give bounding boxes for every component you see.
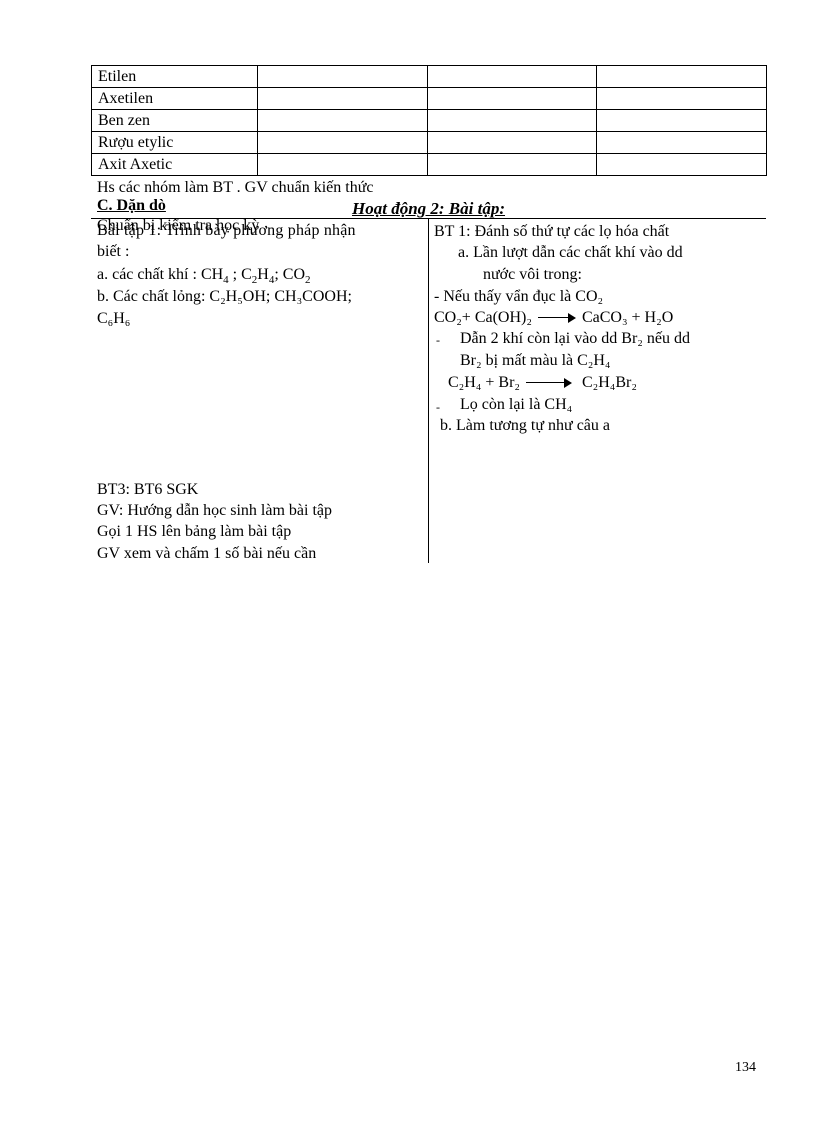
answer-step-a-line1: a. Lần lượt dẫn các chất khí vào dd bbox=[458, 244, 683, 261]
empty-cell bbox=[427, 65, 597, 88]
compound-name-cell: Axit Axetic bbox=[91, 153, 258, 176]
empty-cell bbox=[596, 153, 767, 176]
table-row: Axit Axetic bbox=[91, 153, 767, 176]
compound-name-cell: Etilen bbox=[91, 65, 258, 88]
teacher-guidance: GV: Hướng dẫn học sinh làm bài tập bbox=[97, 502, 333, 519]
table-row: Axetilen bbox=[91, 87, 767, 110]
exercise-1-line1: Bài tập 1: Trình bày phương pháp nhận bbox=[97, 222, 356, 239]
bullet-dash: - bbox=[436, 400, 440, 414]
reaction-arrow-icon bbox=[525, 378, 572, 389]
page-number: 134 bbox=[735, 1060, 756, 1075]
exercise-3: BT3: BT6 SGK bbox=[97, 481, 199, 498]
empty-cell bbox=[427, 109, 597, 132]
empty-cell bbox=[257, 131, 428, 154]
turbid-result: - Nếu thấy vẩn đục là CO₂ bbox=[434, 288, 604, 305]
table-row: Rượu etylic bbox=[91, 131, 767, 154]
empty-cell bbox=[427, 87, 597, 110]
bullet-dash: - bbox=[436, 333, 440, 347]
answer-part-b: b. Làm tương tự như câu a bbox=[440, 417, 610, 434]
liquid-list-line1: b. Các chất lỏng: C₂H₅OH; CH₃COOH; bbox=[97, 288, 352, 305]
empty-cell bbox=[427, 131, 597, 154]
call-student: Gọi 1 HS lên bảng làm bài tập bbox=[97, 523, 292, 540]
answer-step-a-line2: nước vôi trong: bbox=[483, 266, 582, 283]
liquid-list-line2: C₆H₆ bbox=[97, 310, 131, 327]
table-row: Ben zen bbox=[91, 109, 767, 132]
section-c-title: C. Dặn dò bbox=[97, 197, 166, 214]
exercise-1-line2: biết : bbox=[97, 243, 130, 260]
empty-cell bbox=[596, 109, 767, 132]
compound-name-cell: Rượu etylic bbox=[91, 131, 258, 154]
empty-cell bbox=[257, 153, 428, 176]
empty-cell bbox=[596, 65, 767, 88]
empty-cell bbox=[596, 131, 767, 154]
section-c-text: Chuẩn bị kiểm tra học kỳ bbox=[97, 217, 260, 234]
reaction-arrow-icon bbox=[537, 313, 576, 324]
empty-cell bbox=[257, 109, 428, 132]
answer-step-3: Lọ còn lại là CH₄ bbox=[460, 396, 573, 413]
activity-2-title: Hoạt động 2: Bài tập: bbox=[352, 199, 506, 218]
answer-1-title: BT 1: Đánh số thứ tự các lọ hóa chất bbox=[434, 223, 670, 240]
empty-cell bbox=[257, 65, 428, 88]
empty-cell bbox=[427, 153, 597, 176]
answer-step-2-line2: Br₂ bị mất màu là C₂H₄ bbox=[460, 352, 611, 369]
teacher-grading: GV xem và chấm 1 số bài nếu cần bbox=[97, 545, 317, 562]
column-divider bbox=[428, 218, 429, 563]
gas-list: a. các chất khí : CH4 ; C2H4; CO2 bbox=[97, 266, 311, 286]
compound-name-cell: Axetilen bbox=[91, 87, 258, 110]
empty-cell bbox=[596, 87, 767, 110]
class-note: Hs các nhóm làm BT . GV chuẩn kiến thức bbox=[97, 179, 374, 196]
table-row: Etilen bbox=[91, 65, 767, 88]
answer-step-2-line1: Dẫn 2 khí còn lại vào dd Br₂ nếu dd bbox=[460, 330, 690, 347]
empty-cell bbox=[257, 87, 428, 110]
compound-name-cell: Ben zen bbox=[91, 109, 258, 132]
